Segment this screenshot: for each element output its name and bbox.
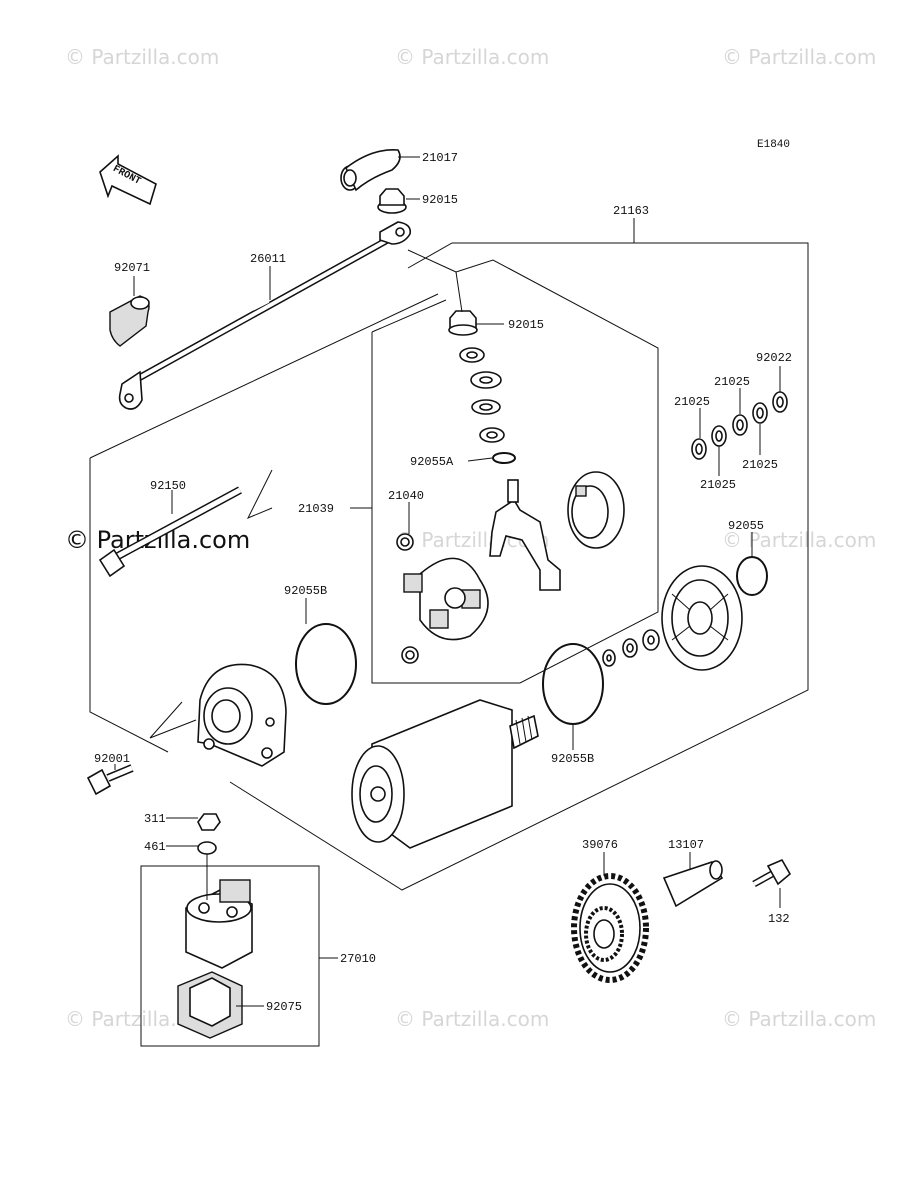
- part-label: 21039: [298, 502, 334, 516]
- solenoid-icon: [185, 879, 253, 969]
- part-label: 92055B: [284, 584, 327, 598]
- leader-lines: [114, 156, 781, 1007]
- long-bolt-icon: [98, 486, 242, 578]
- gear-icon: [571, 873, 649, 983]
- bolt-icon: [752, 858, 792, 888]
- part-label: 92055B: [551, 752, 594, 766]
- o-ring-icon: [295, 623, 357, 705]
- brush-spring-icon: [396, 533, 419, 664]
- brush-lead-icon: [489, 479, 561, 591]
- front-arrow-icon: FRONT: [99, 154, 157, 206]
- shim-washers-icon: [691, 391, 788, 460]
- part-label: 92055A: [410, 455, 454, 469]
- assembly-outlines: [89, 242, 809, 1047]
- thrust-washers-icon: [602, 629, 660, 667]
- part-labels: 21017 92015 21163 92071 26011 92015 9202…: [94, 151, 792, 1014]
- part-label: 21025: [742, 458, 778, 472]
- part-label: 21163: [613, 204, 649, 218]
- part-label: 21040: [388, 489, 424, 503]
- diagram-code: E1840: [757, 139, 790, 151]
- nut-icon: [197, 813, 221, 831]
- part-label: 92015: [508, 318, 544, 332]
- cable-boot-icon: [109, 295, 150, 347]
- part-label: 21025: [700, 478, 736, 492]
- part-label: 21025: [674, 395, 710, 409]
- part-label: 92015: [422, 193, 458, 207]
- part-label: 26011: [250, 252, 286, 266]
- rear-cover-icon: [197, 663, 287, 767]
- motor-yoke-icon: [351, 699, 539, 849]
- watermark: © Partzilla.com: [395, 1007, 549, 1031]
- watermark: © Partzilla.com: [395, 45, 549, 69]
- brush-holder-icon: [403, 557, 489, 641]
- part-label: 132: [768, 912, 790, 926]
- watermark: © Partzilla.com: [722, 45, 876, 69]
- bolt-icon: [86, 764, 134, 796]
- cable-icon: [118, 221, 412, 410]
- front-cover-icon: [661, 565, 743, 671]
- part-label: 461: [144, 840, 166, 854]
- o-ring-icon: [736, 556, 768, 596]
- lock-washer-icon: [197, 841, 217, 855]
- terminal-cap-icon: [340, 149, 401, 192]
- watermark: © Partzilla.com: [722, 1007, 876, 1031]
- part-label: 92055: [728, 519, 764, 533]
- part-label: 92001: [94, 752, 130, 766]
- watermark: © Partzilla.com: [65, 45, 219, 69]
- part-label: 21017: [422, 151, 458, 165]
- part-label: 92022: [756, 351, 792, 365]
- solenoid-cover-icon: [177, 971, 243, 1039]
- part-label: 92075: [266, 1000, 302, 1014]
- part-label: 311: [144, 812, 166, 826]
- part-drawings: [86, 149, 792, 1039]
- end-cover-icon: [567, 471, 625, 549]
- watermark: © Partzilla.com: [722, 528, 876, 552]
- part-label: 13107: [668, 838, 704, 852]
- washer-stack-icon: [448, 310, 516, 464]
- part-label: 27010: [340, 952, 376, 966]
- part-label: 92150: [150, 479, 186, 493]
- part-label: 21025: [714, 375, 750, 389]
- part-label: 39076: [582, 838, 618, 852]
- part-label: 92071: [114, 261, 150, 275]
- shaft-icon: [662, 860, 724, 908]
- nut-icon: [377, 188, 407, 214]
